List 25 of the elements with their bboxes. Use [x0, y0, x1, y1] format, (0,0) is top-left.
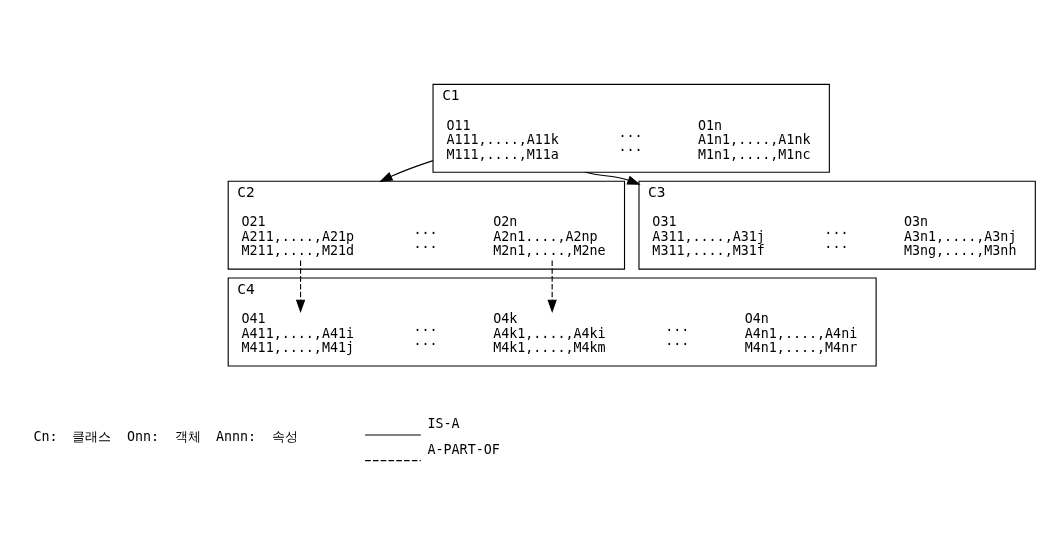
arrow — [379, 159, 434, 182]
node-text: O4n A4n1,....,A4ni M4n1,....,M4nr — [744, 310, 858, 355]
node-text: ... ... — [618, 124, 643, 154]
legend-label: A-PART-OF — [427, 441, 500, 457]
label: Annn: — [215, 428, 257, 444]
node-text: O11 A111,....,A11k M111,....,M11a — [446, 117, 559, 161]
label: Onn: — [126, 428, 160, 444]
node-text: O2n A2n1....,A2np M2n1,....,M2ne — [493, 213, 606, 258]
node-text: ... ... — [413, 221, 438, 251]
node-text: O31 A311,....,A31j M311,....,M31f — [652, 213, 765, 258]
node-text: O41 A411,....,A41i M411,....,M41j — [241, 310, 355, 355]
node-text: ... ... — [665, 318, 690, 348]
node-text: ... ... — [824, 221, 849, 251]
arrow — [295, 259, 306, 313]
legend-label: IS-A — [427, 415, 460, 431]
node-text: O1n A1n1,....,A1nk M1n1,....,M1nc — [697, 117, 811, 161]
label: 클래스 — [72, 428, 112, 444]
node-text: O21 A211,....,A21p M211,....,M21d — [241, 213, 355, 258]
label: Cn: — [33, 428, 58, 444]
node-text: ... ... — [413, 318, 438, 348]
label: 객체 — [174, 428, 201, 444]
label: 속성 — [271, 428, 298, 444]
arrow — [547, 259, 557, 313]
node-text: O3n A3n1,....,A3nj M3ng,....,M3nh — [903, 213, 1017, 258]
node-text: O4k A4k1,....,A4ki M4k1,....,M4km — [493, 310, 606, 355]
